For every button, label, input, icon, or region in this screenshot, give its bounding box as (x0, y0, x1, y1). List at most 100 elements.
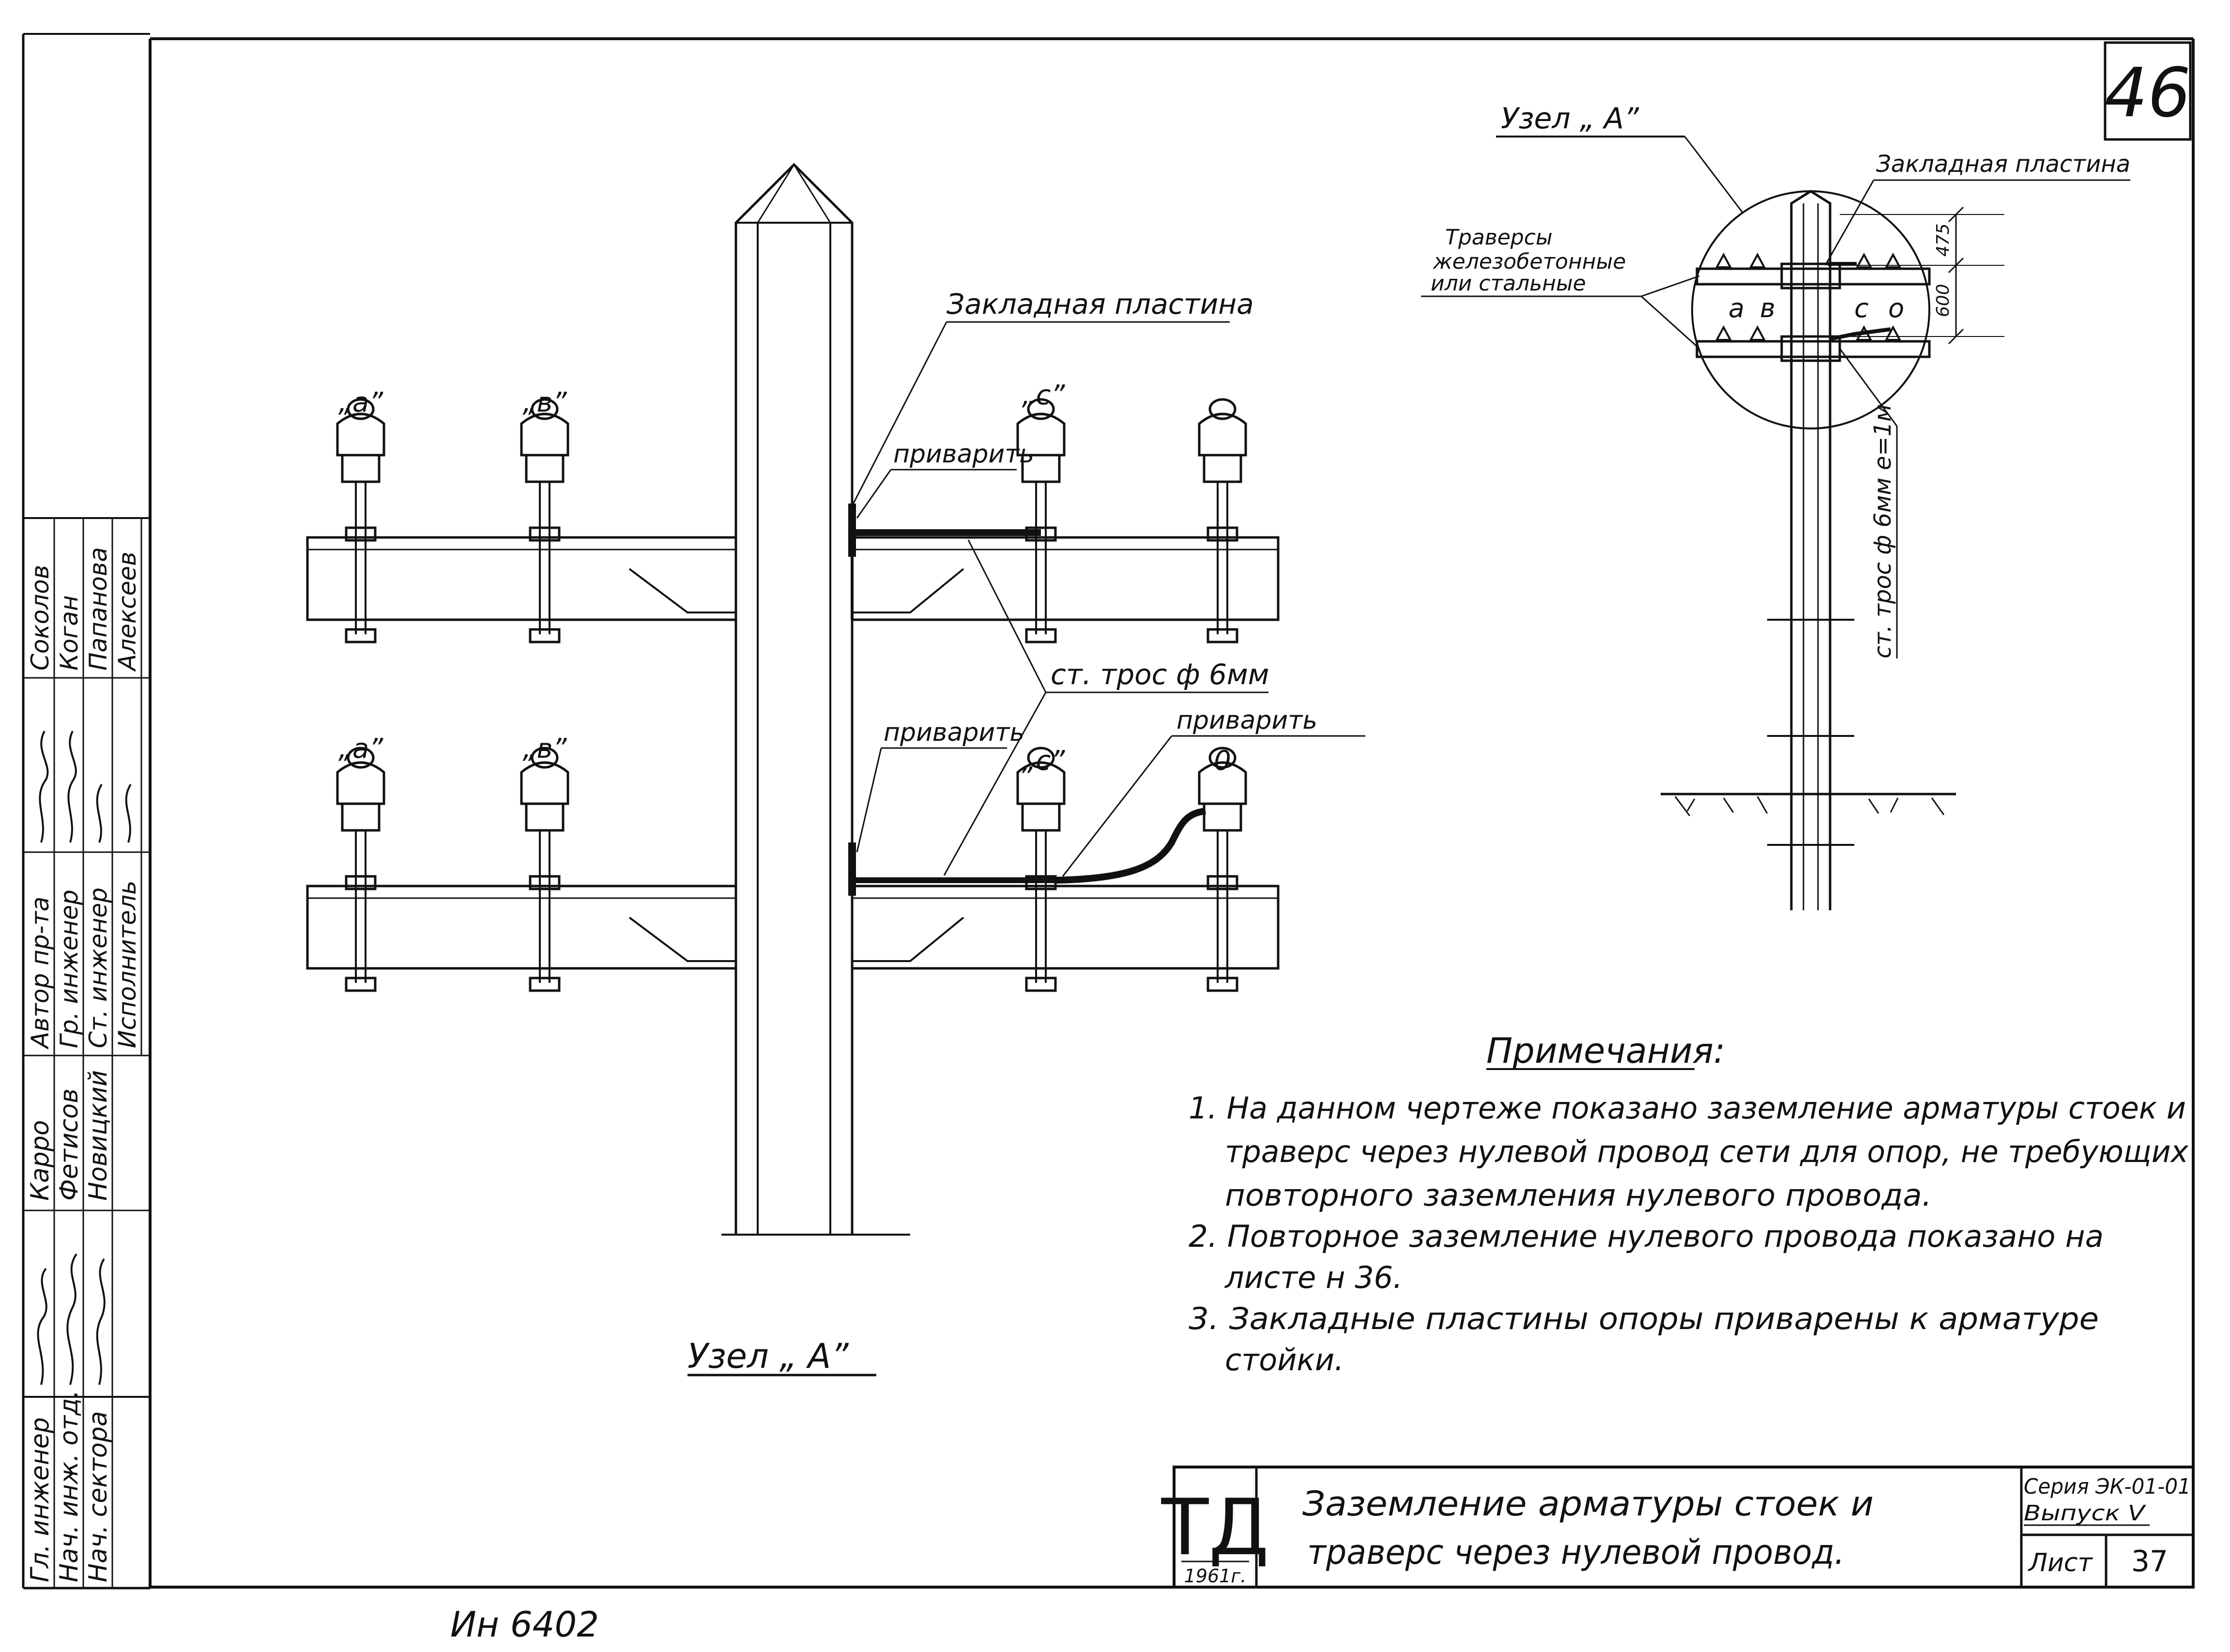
sheet-number-box: 46 (2104, 41, 2192, 141)
insulator-lower-3 (1016, 747, 1066, 992)
node-insulator-lower-4 (1884, 325, 1902, 341)
note-line: траверс через нулевой провод сети для оп… (1225, 1134, 2189, 1169)
phase-label-c-bottom: „с” (1022, 745, 1066, 777)
stamp-name: Карро (26, 1120, 55, 1201)
insulator-upper-1 (336, 398, 385, 643)
logo-year: 1961г. (1184, 1565, 1247, 1587)
node-insulator-upper-1 (1715, 252, 1732, 268)
node-insulator-upper-3 (1855, 252, 1873, 268)
node-insulator-upper-4 (1884, 252, 1902, 268)
notes-block: Примечания: 1. На данном чертеже показан… (1189, 1030, 2189, 1377)
embedded-plate-label: Закладная пластина (947, 288, 1254, 321)
stamp-name: Папанова (84, 547, 112, 671)
node-rope-label: ст. трос ф 6мм е=1м (1869, 404, 1896, 658)
callout-embedded-plate: Закладная пластина (851, 288, 1254, 506)
signature (37, 1253, 106, 1385)
sheet-frame (22, 33, 2195, 1590)
embedded-plate-lower (848, 842, 856, 896)
title-block: ТД 1961г. Заземление арматуры стоек и тр… (1161, 1466, 2195, 1589)
phase-label-zero: 0 (1214, 745, 1231, 777)
approval-stamp: Гл. инженер Нач. инж. отд. Нач. сектора … (23, 517, 150, 1588)
node-a-title: Узел „ А” (1501, 102, 1639, 136)
callout-steel-rope: ст. трос ф 6мм (943, 539, 1269, 876)
node-pole (1767, 190, 1854, 910)
stamp-name: Соколов (26, 565, 54, 671)
insulator-upper-3 (1016, 398, 1066, 643)
traverses-label: или стальные (1431, 271, 1586, 296)
note-line: 3. Закладные пластины опоры приварены к … (1189, 1301, 2099, 1336)
insulator-upper-2 (520, 398, 569, 643)
lower-crossarm (306, 885, 1280, 970)
callout-weld-upper: приварить (856, 440, 1034, 519)
node-phase-b: в (1760, 293, 1775, 323)
node-phase-c: с (1854, 293, 1869, 323)
stamp-role: Гл. инженер (26, 1417, 55, 1582)
stamp-role: Исполнитель (113, 880, 141, 1048)
weld-label: приварить (893, 440, 1034, 469)
callout-weld-neutral: приварить (1062, 706, 1365, 877)
phase-label-b-bottom: „в” (522, 733, 567, 765)
node-insulator-lower-1 (1715, 325, 1732, 341)
weld-label: приварить (884, 718, 1024, 747)
node-a-caption: Узел „ А” (687, 1336, 849, 1376)
note-line: стойки. (1225, 1342, 1344, 1377)
node-insulator-group (1715, 252, 1902, 341)
sheet-value: 37 (2131, 1545, 2168, 1578)
insulator-lower-4 (1198, 747, 1247, 992)
stamp-role: Нач. сектора (84, 1411, 113, 1582)
phase-label-c-top: „с” (1022, 380, 1066, 411)
upper-crossarm (306, 536, 1280, 621)
embedded-plate-upper (848, 504, 856, 557)
insulator-lower-1 (336, 747, 385, 992)
note-line: 1. На данном чертеже показано заземление… (1189, 1090, 2186, 1126)
callout-weld-lower: приварить (856, 718, 1024, 853)
ground-surface (1661, 793, 1956, 816)
node-callout-traverses: Траверсы железобетонные или стальные (1421, 225, 1700, 350)
node-phase-zero: о (1888, 293, 1904, 323)
stamp-name: Алексеев (113, 551, 141, 672)
node-dimensions: 475 600 (1840, 206, 2004, 345)
notes-title: Примечания: (1486, 1030, 1725, 1071)
insulator-lower-2 (520, 747, 569, 992)
sheet-label: Лист (2028, 1548, 2093, 1577)
insulator-group (336, 398, 1247, 992)
note-line: повторного заземления нулевого провода. (1225, 1178, 1932, 1213)
phase-label-a-bottom: „а” (338, 733, 383, 765)
concrete-pole (721, 163, 910, 1236)
node-a-view: Узел „ А” а в с о (1421, 102, 2130, 910)
traverses-label: Траверсы (1445, 225, 1553, 250)
note-line: 2. Повторное заземление нулевого провода… (1189, 1219, 2104, 1254)
archive-number: Ин 6402 (450, 1604, 599, 1645)
td-logo: ТД 1961г. (1161, 1482, 1269, 1587)
stamp-name: Новицкий (84, 1070, 113, 1201)
steel-rope-label: ст. трос ф 6мм (1051, 658, 1269, 691)
logo-text: ТД (1161, 1482, 1269, 1573)
issue-label: Выпуск V (2024, 1501, 2146, 1526)
drawing-title-line1: Заземление арматуры стоек и (1302, 1484, 1874, 1524)
node-insulator-upper-2 (1749, 252, 1766, 268)
main-elevation: „а” „в” „с” „а” „в” „с” 0 Закладная плас… (306, 163, 1365, 1377)
stamp-role: Нач. инж. отд. (55, 1390, 84, 1582)
phase-label-a-top: „а” (338, 387, 383, 418)
insulator-upper-4 (1198, 398, 1247, 643)
dimension-475: 475 (1933, 223, 1953, 257)
node-phase-a: а (1728, 293, 1744, 323)
signature (39, 731, 132, 843)
stamp-name: Коган (55, 595, 83, 671)
node-insulator-lower-2 (1749, 325, 1766, 341)
dimension-600: 600 (1933, 284, 1953, 317)
stamp-role: Гр. инженер (55, 889, 83, 1048)
weld-label: приварить (1176, 706, 1317, 735)
stamp-role: Ст. инженер (84, 887, 112, 1048)
stamp-role: Автор пр-та (26, 897, 54, 1050)
node-callout-rope: ст. трос ф 6мм е=1м (1839, 348, 1898, 658)
drawing-title-line2: траверс через нулевой провод. (1307, 1532, 1845, 1572)
traverses-label: железобетонные (1433, 249, 1626, 274)
node-embedded-plate-label: Закладная пластина (1876, 151, 2130, 178)
phase-label-b-top: „в” (522, 387, 567, 418)
ground-rope-lower (856, 808, 1207, 884)
series-label: Серия ЭК-01-01 (2024, 1474, 2191, 1499)
sheet-number: 46 (2105, 54, 2191, 133)
note-line: листе н 36. (1224, 1260, 1403, 1295)
